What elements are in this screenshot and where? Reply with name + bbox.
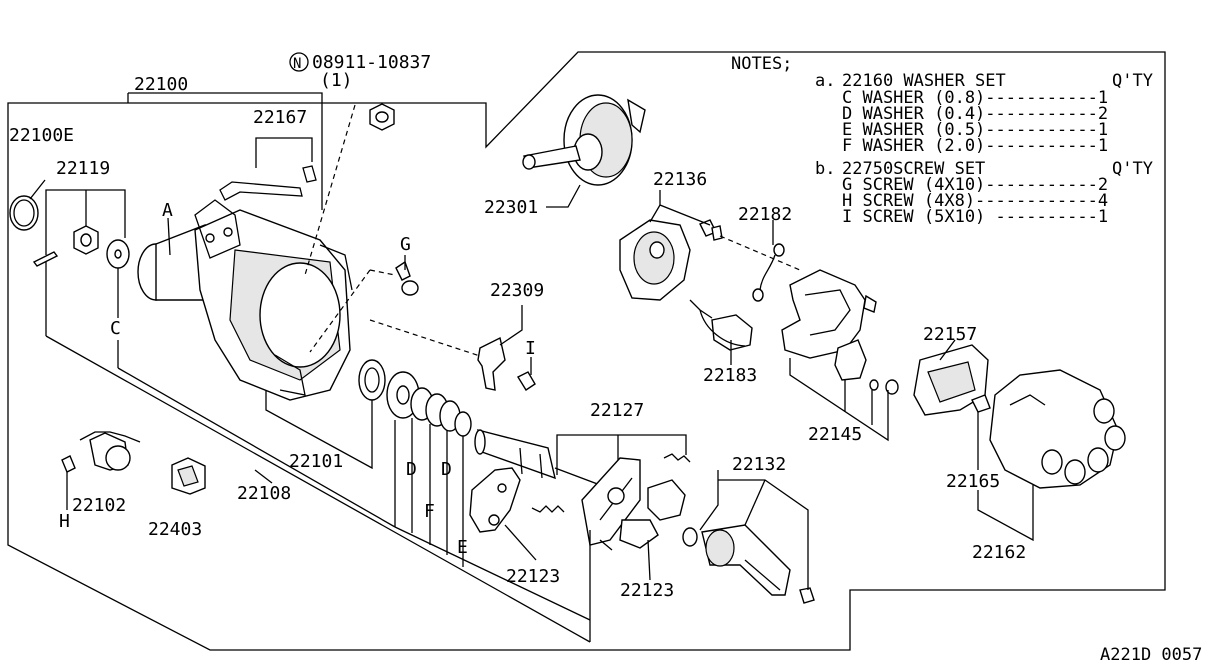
label-22119: 22119 xyxy=(56,158,110,179)
notes-b-row-1: G SCREW (4X10)-----------2 xyxy=(842,175,1108,195)
label-bolt-qty: (1) xyxy=(320,70,353,91)
label-22123-left: 22123 xyxy=(506,566,560,587)
label-22162: 22162 xyxy=(972,542,1026,563)
label-22102: 22102 xyxy=(72,495,126,516)
letter-c: C xyxy=(110,318,121,339)
label-22182: 22182 xyxy=(738,204,792,225)
letter-g: G xyxy=(400,234,411,255)
oil-seal xyxy=(358,359,386,401)
screw-g xyxy=(309,260,419,353)
diagram-boundary xyxy=(7,51,1166,651)
sensor-22102 xyxy=(61,431,141,473)
part-labels: 22100 22100E 22119 22167 N 08911-10837 (… xyxy=(9,52,1026,601)
notes-a-row-1: C WASHER (0.8)-----------1 xyxy=(842,88,1108,108)
ground-wire xyxy=(752,243,785,302)
label-22123-right: 22123 xyxy=(620,580,674,601)
label-22136: 22136 xyxy=(653,169,707,190)
clip-spring xyxy=(219,165,317,201)
notes-b-row-3: I SCREW (5X10) ----------1 xyxy=(842,207,1108,227)
notes-a-row-2: D WASHER (0.4)-----------2 xyxy=(842,104,1108,124)
plate-22145 xyxy=(781,269,899,395)
distributor-cap xyxy=(989,369,1126,489)
letter-d-2: D xyxy=(441,459,452,480)
governor-weight-left xyxy=(469,467,565,533)
notes-a-header: 22160 WASHER SET xyxy=(842,71,1006,91)
notes-b-qty-header: Q'TY xyxy=(1112,159,1153,179)
breaker-plate xyxy=(619,219,801,301)
carbon-point xyxy=(971,394,991,413)
notes-a-row-3: E WASHER (0.5)-----------1 xyxy=(842,120,1108,140)
label-22100e: 22100E xyxy=(9,125,74,146)
notes-a-row-4: F WASHER (2.0)-----------1 xyxy=(842,136,1108,156)
notes-a-marker: a. xyxy=(815,71,835,91)
label-22301: 22301 xyxy=(484,197,538,218)
pin-nut-washer xyxy=(32,225,130,269)
label-22108: 22108 xyxy=(237,483,291,504)
label-22100: 22100 xyxy=(134,74,188,95)
distributor-housing xyxy=(137,199,353,401)
bolt-part xyxy=(304,103,395,276)
label-22309: 22309 xyxy=(490,280,544,301)
label-22403: 22403 xyxy=(148,519,202,540)
label-bolt-symbol: N xyxy=(293,56,301,72)
label-22132: 22132 xyxy=(732,454,786,475)
label-bolt-part: 08911-10837 xyxy=(312,52,431,73)
notes-b-marker: b. xyxy=(815,159,835,179)
governor-assembly xyxy=(581,453,691,549)
label-22127: 22127 xyxy=(590,400,644,421)
letter-e: E xyxy=(457,537,468,558)
letter-d-1: D xyxy=(406,459,417,480)
notes-a-qty-header: Q'TY xyxy=(1112,71,1153,91)
drive-shaft xyxy=(682,524,815,604)
label-22165: 22165 xyxy=(946,471,1000,492)
footer-code: A221D 0057 xyxy=(1100,645,1202,665)
leader-lines xyxy=(29,92,1034,643)
letter-i: I xyxy=(525,338,536,359)
letter-h: H xyxy=(59,511,70,532)
washer-stack xyxy=(386,371,472,437)
notes-b-header: 22750SCREW SET xyxy=(842,159,985,179)
label-22101: 22101 xyxy=(289,451,343,472)
bracket-22309 xyxy=(369,319,536,391)
label-22157: 22157 xyxy=(923,324,977,345)
vacuum-advance xyxy=(522,94,646,186)
notes-title: NOTES; xyxy=(731,54,792,74)
rotor xyxy=(913,344,989,416)
label-22167: 22167 xyxy=(253,107,307,128)
notes-block: NOTES; a. 22160 WASHER SET Q'TY C WASHER… xyxy=(731,54,1153,227)
letter-f: F xyxy=(424,501,435,522)
bolt-symbol-circle xyxy=(289,52,309,72)
label-22183: 22183 xyxy=(703,365,757,386)
connector-22403 xyxy=(171,457,206,495)
label-22145: 22145 xyxy=(808,424,862,445)
contact-point xyxy=(689,299,753,351)
letter-a: A xyxy=(162,200,173,221)
notes-b-row-2: H SCREW (4X8)------------4 xyxy=(842,191,1108,211)
